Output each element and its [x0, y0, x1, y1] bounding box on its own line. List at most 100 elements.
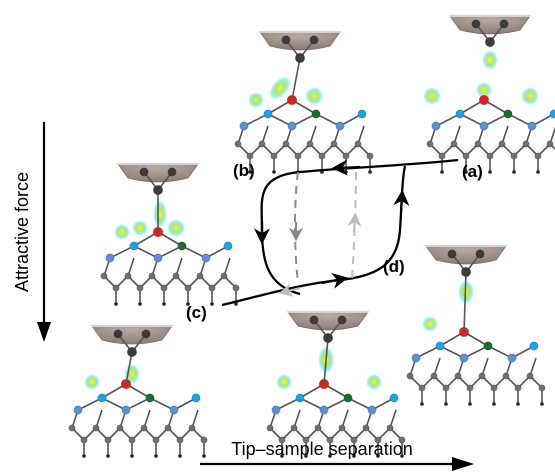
tip-atom [309, 35, 319, 45]
lattice-end [444, 402, 448, 406]
surface-atom [455, 109, 465, 119]
lattice-atom [104, 436, 112, 444]
orbital-glow [84, 374, 100, 390]
lattice-atom [160, 284, 168, 292]
lattice-atom [462, 152, 470, 160]
tip-apex-atom [323, 333, 333, 343]
lattice-atom [546, 140, 554, 148]
surface-atom [121, 405, 131, 415]
surface-atom [411, 353, 421, 363]
bond [291, 113, 317, 127]
lattice-atom [430, 372, 438, 380]
lattice-atom [374, 436, 382, 444]
lattice-atom [514, 384, 522, 392]
orbital-glow [423, 87, 441, 105]
lattice-atom [278, 436, 286, 444]
bond [181, 245, 207, 259]
bond [507, 113, 533, 127]
lattice-atom [350, 436, 358, 444]
tip-atom [471, 19, 481, 29]
lattice-end [468, 402, 472, 406]
tip-atom [475, 249, 485, 259]
lattice-atom [454, 372, 462, 380]
label-b: (b) [233, 161, 255, 180]
lattice-atom [474, 140, 482, 148]
surface-atom [223, 241, 233, 251]
surface-atom [507, 353, 517, 363]
orbital-glow [276, 374, 292, 390]
orbital-glow [167, 219, 185, 237]
lattice-end [536, 170, 540, 174]
bond [125, 397, 151, 411]
lattice-atom [124, 272, 132, 280]
lattice-atom [100, 272, 108, 280]
lattice-atom [330, 140, 338, 148]
orbital-glow [305, 87, 323, 105]
lattice-atom [232, 284, 240, 292]
bond [487, 345, 513, 359]
lattice-atom [294, 152, 302, 160]
bond [323, 337, 329, 385]
afm-tip [117, 163, 199, 183]
surface-atom [105, 253, 115, 263]
label-a: (a) [462, 162, 483, 181]
lattice-atom [188, 424, 196, 432]
lattice-atom [152, 436, 160, 444]
lattice-atom [68, 424, 76, 432]
surface-atom [459, 353, 469, 363]
lattice-atom [80, 436, 88, 444]
lattice-atom [164, 424, 172, 432]
lattice-atom [176, 436, 184, 444]
orbital-glow [114, 224, 130, 240]
orbital-glow [366, 374, 382, 390]
bond [463, 271, 467, 333]
hysteresis-loop [221, 158, 459, 307]
lattice-atom [426, 140, 434, 148]
surface-atom [479, 121, 489, 131]
lattice-end [512, 170, 516, 174]
bond [275, 397, 301, 411]
lattice-end [440, 170, 444, 174]
lattice-end [400, 454, 404, 458]
bond [291, 57, 301, 101]
panel-c2-structure [266, 311, 406, 458]
bond [435, 113, 461, 127]
lattice-atom [136, 284, 144, 292]
lattice-atom [196, 272, 204, 280]
surface-atom [431, 121, 441, 131]
lattice-end [328, 454, 332, 458]
surface-atom [177, 241, 187, 251]
lattice-end [540, 402, 544, 406]
panel-c-structure [68, 325, 208, 458]
vertical-axis: Attractive force [12, 122, 51, 342]
surface-atom [529, 341, 539, 351]
lattice-atom [366, 152, 374, 160]
panel-a-structure [423, 15, 555, 174]
orbital-glow [132, 220, 148, 236]
surface-atom [389, 393, 399, 403]
lattice-end [304, 454, 308, 458]
lattice-end [210, 302, 214, 306]
tip-apex-atom [295, 53, 305, 63]
bond [101, 397, 127, 411]
panel-b2-structure [100, 163, 240, 306]
lattice-end [130, 454, 134, 458]
label-c: (c) [186, 303, 207, 322]
dashed-loop-left [294, 171, 299, 283]
surface-atom [295, 393, 305, 403]
bond [415, 345, 441, 359]
lattice-atom [184, 284, 192, 292]
loop-arrow-right [393, 189, 410, 213]
bond [267, 113, 293, 127]
tip-apex-atom [153, 185, 163, 195]
afm-tip [287, 311, 369, 331]
lattice-atom [526, 372, 534, 380]
lattice-atom [362, 424, 370, 432]
bond [109, 245, 135, 259]
loop-arrow-bottom [321, 273, 349, 289]
tip-atom [309, 315, 319, 325]
surface-atom [503, 109, 513, 119]
surface-atom [201, 253, 211, 263]
lattice-end [234, 302, 238, 306]
lattice-atom [270, 152, 278, 160]
